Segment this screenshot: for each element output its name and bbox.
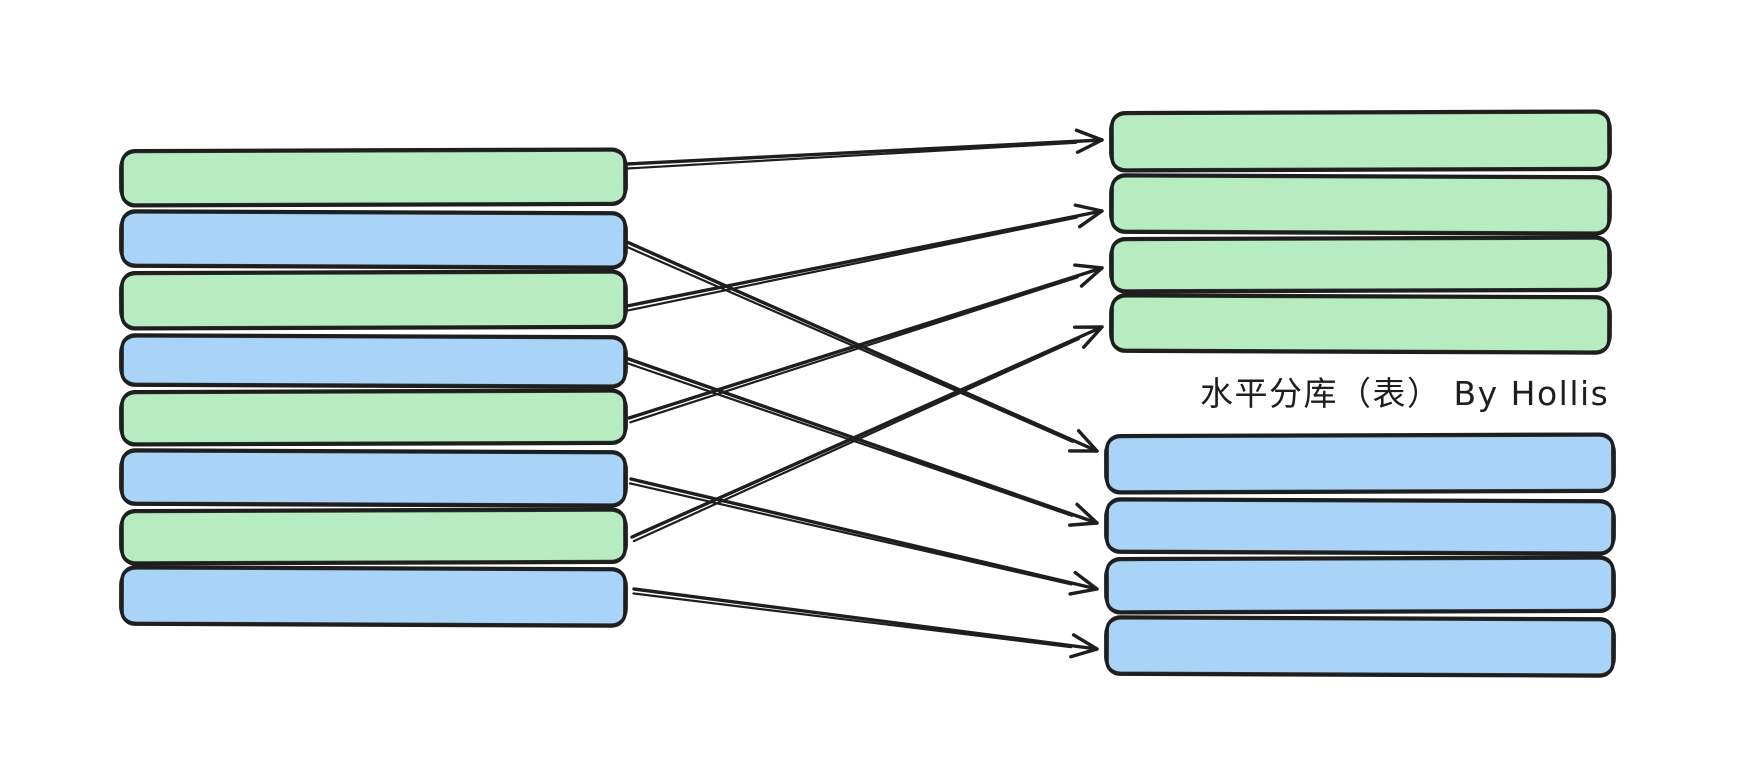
arrow-5 [627, 263, 1104, 424]
left-row-6-box [120, 448, 627, 508]
green-shard-row-1-sketch-outline [1108, 111, 1613, 171]
blue-shard-row-4-sketch-outline [1103, 617, 1617, 676]
blue-shard-row-2-sketch-outline [1103, 499, 1617, 554]
left-row-8 [118, 565, 629, 628]
green-shard-row-4 [1108, 293, 1613, 355]
arrow-8-sketch-line [632, 592, 1073, 649]
left-row-4-sketch-outline [118, 335, 629, 387]
blue-shard-row-4-box [1105, 615, 1615, 678]
blue-shard-row-3-box [1105, 555, 1615, 615]
left-row-4 [118, 333, 629, 389]
arrow-5-shaft [627, 263, 1104, 420]
left-row-8-box [120, 565, 627, 628]
left-row-2 [118, 209, 629, 270]
left-row-3-sketch-outline [118, 271, 629, 329]
blue-shard-row-1-box [1105, 432, 1615, 495]
blue-shard-row-3 [1103, 555, 1617, 615]
green-shard-row-1 [1108, 109, 1613, 173]
arrow-layer [620, 128, 1104, 659]
green-shard-row-4-sketch-outline [1108, 295, 1613, 353]
left-row-2-sketch-outline [118, 211, 629, 268]
left-row-8-sketch-outline [118, 567, 629, 626]
blue-shard-table [1103, 432, 1617, 678]
green-shard-row-1-box [1110, 109, 1611, 173]
arrow-8 [632, 587, 1099, 659]
left-row-1-sketch-outline [118, 149, 629, 206]
left-row-1-box [120, 147, 627, 208]
left-row-5 [118, 388, 629, 447]
left-row-2-box [120, 209, 627, 270]
arrow-3-sketch-line [626, 216, 1078, 312]
left-row-3 [118, 269, 629, 331]
green-shard-row-3 [1108, 235, 1613, 294]
arrow-4 [620, 355, 1099, 527]
arrow-7 [630, 325, 1104, 543]
blue-shard-row-4 [1103, 615, 1617, 678]
arrow-5-sketch-line [629, 276, 1079, 424]
arrow-4-shaft [621, 355, 1099, 527]
blue-shard-row-1 [1103, 432, 1617, 495]
left-row-7-box [120, 507, 627, 566]
arrow-1 [625, 128, 1104, 170]
left-row-3-box [120, 269, 627, 331]
arrow-7-shaft [630, 325, 1104, 539]
left-table [118, 147, 629, 628]
green-shard-row-4-box [1110, 293, 1611, 355]
left-row-1 [118, 147, 629, 208]
left-row-7-sketch-outline [118, 509, 629, 564]
arrow-3 [625, 203, 1104, 312]
green-shard-row-3-box [1110, 235, 1611, 294]
arrow-4-sketch-line [620, 360, 1074, 517]
left-row-5-box [120, 388, 627, 447]
arrow-8-shaft [632, 587, 1099, 659]
green-shard-row-2-box [1110, 173, 1611, 236]
left-row-7 [118, 507, 629, 566]
arrow-1-sketch-line [626, 141, 1078, 170]
green-shard-row-3-sketch-outline [1108, 237, 1613, 292]
left-row-6-sketch-outline [118, 450, 629, 506]
blue-shard-row-1-sketch-outline [1103, 434, 1617, 493]
blue-shard-row-2-box [1105, 497, 1615, 556]
arrow-6 [628, 477, 1099, 596]
blue-shard-row-3-sketch-outline [1103, 557, 1617, 613]
arrow-1-shaft [625, 128, 1104, 166]
blue-shard-row-2 [1103, 497, 1617, 556]
left-row-6 [118, 448, 629, 508]
arrow-2-sketch-line [624, 245, 1074, 443]
arrow-7-sketch-line [632, 337, 1080, 543]
green-shard-row-2-sketch-outline [1108, 175, 1613, 234]
arrow-6-shaft [629, 477, 1099, 596]
arrow-6-sketch-line [628, 482, 1073, 586]
left-row-4-box [120, 333, 627, 389]
left-row-5-sketch-outline [118, 390, 629, 445]
green-shard-table [1108, 109, 1613, 355]
arrow-3-shaft [625, 203, 1104, 308]
diagram-caption: 水平分库（表） By Hollis [1200, 374, 1609, 413]
green-shard-row-2 [1108, 173, 1613, 236]
